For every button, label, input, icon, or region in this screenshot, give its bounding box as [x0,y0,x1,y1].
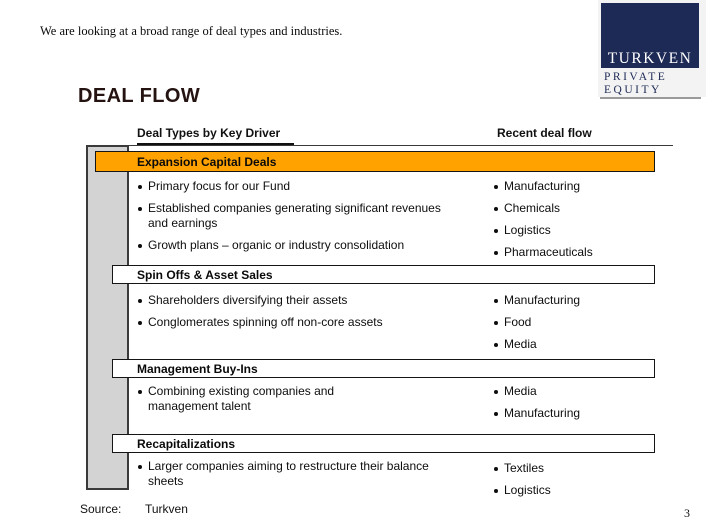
bullet-item: Growth plans – organic or industry conso… [137,238,455,253]
page-title: DEAL FLOW [78,85,201,107]
deal-flow-list-spin-offs: Manufacturing Food Media [493,293,663,359]
deal-flow-item: Manufacturing [493,406,663,421]
logo-subtitle-private: PRIVATE [604,71,668,83]
header-divider-line [95,145,673,146]
deal-flow-item: Pharmaceuticals [493,245,663,260]
lead-in-text: We are looking at a broad range of deal … [40,24,343,38]
bullet-item: Conglomerates spinning off non-core asse… [137,315,469,330]
bullet-item: Shareholders diversifying their assets [137,293,469,308]
section-header-management-buy-ins: Management Buy-Ins [112,359,655,378]
deal-flow-item: Media [493,384,663,399]
logo-divider [600,97,701,99]
deal-flow-list-management-buy-ins: Media Manufacturing [493,384,663,428]
deal-flow-item: Textiles [493,461,663,476]
column-header-recent-deal-flow: Recent deal flow [497,126,592,140]
bullet-item: Combining existing companies and managem… [137,384,375,414]
bullet-list-management-buy-ins: Combining existing companies and managem… [137,384,375,421]
source-label: Source: [80,502,122,516]
deal-flow-item: Food [493,315,663,330]
bullet-item: Established companies generating signifi… [137,201,455,231]
bullet-item: Larger companies aiming to restructure t… [137,459,433,489]
deal-flow-list-expansion-capital: Manufacturing Chemicals Logistics Pharma… [493,179,663,267]
logo-subtitle-equity: EQUITY [604,84,662,96]
source-value: Turkven [145,502,188,516]
bullet-item: Primary focus for our Fund [137,179,455,194]
turkven-logo: TURKVEN [601,3,699,68]
deal-flow-item: Logistics [493,223,663,238]
bullet-list-spin-offs: Shareholders diversifying their assets C… [137,293,469,337]
bullet-list-recapitalizations: Larger companies aiming to restructure t… [137,459,433,496]
section-header-spin-offs: Spin Offs & Asset Sales [112,265,655,284]
logo-wordmark: TURKVEN [607,49,693,67]
deal-flow-item: Manufacturing [493,179,663,194]
deal-flow-item: Chemicals [493,201,663,216]
section-spine-bar [86,145,129,490]
bullet-list-expansion-capital: Primary focus for our Fund Established c… [137,179,455,260]
deal-flow-item: Logistics [493,483,663,498]
deal-flow-item: Manufacturing [493,293,663,308]
page-number: 3 [684,506,690,520]
section-header-recapitalizations: Recapitalizations [112,434,655,453]
column-header-deal-types: Deal Types by Key Driver [137,126,295,145]
section-header-expansion-capital: Expansion Capital Deals [95,151,655,172]
deal-flow-list-recapitalizations: Textiles Logistics [493,461,663,505]
deal-flow-item: Media [493,337,663,352]
